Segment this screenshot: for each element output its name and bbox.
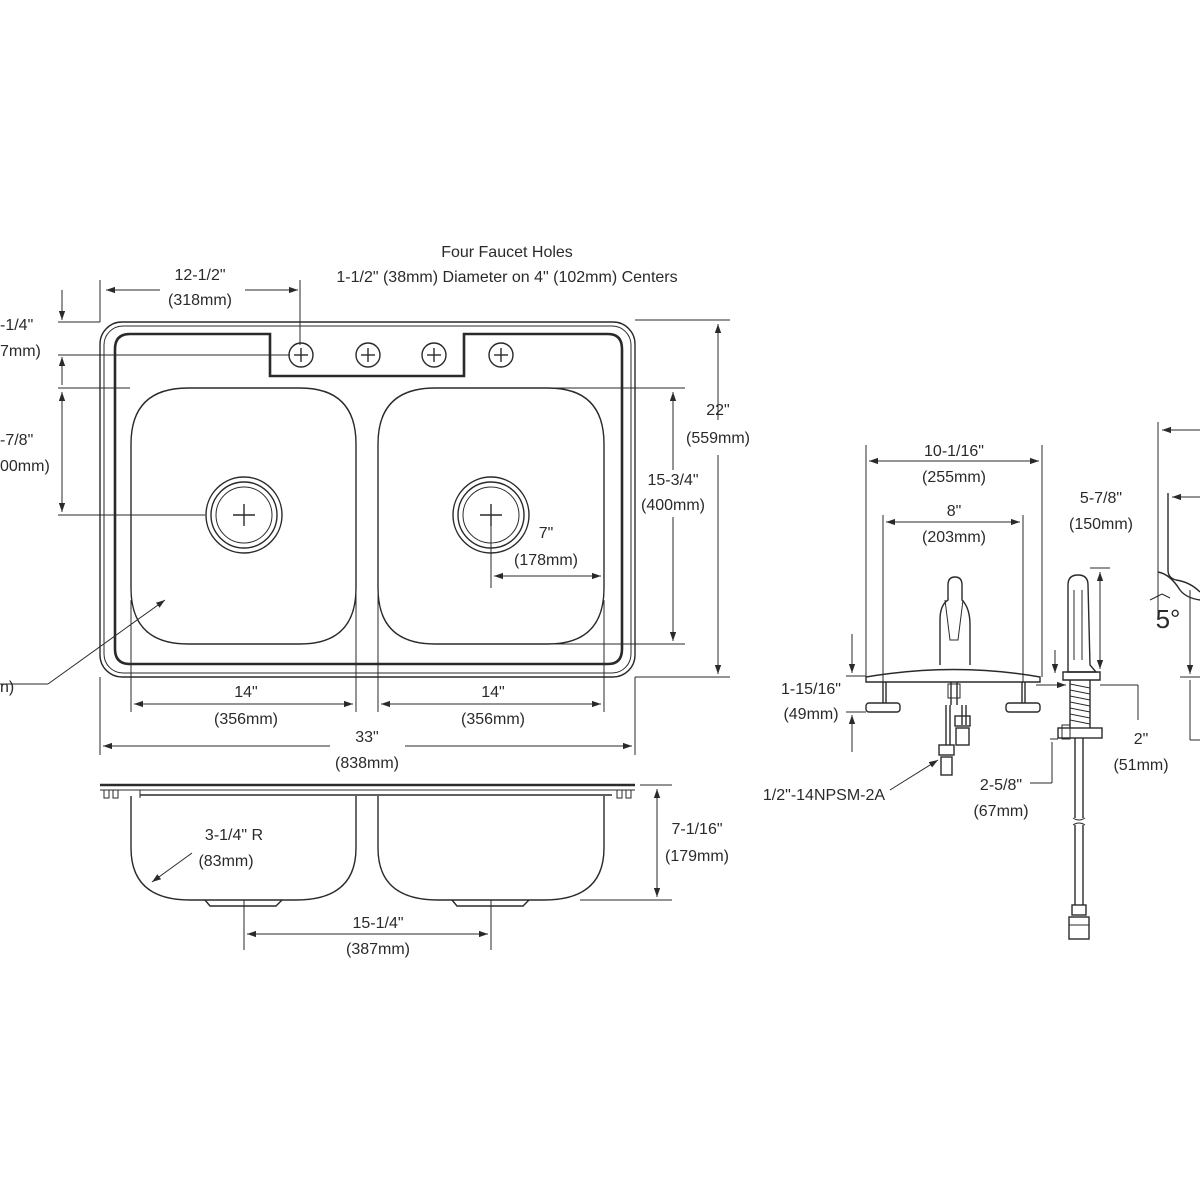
faucet-hole-icon <box>488 342 514 368</box>
left-bowl <box>130 387 357 645</box>
dim-1-15-16: 1-15/16" <box>781 681 841 698</box>
dim-8-mm: (203mm) <box>922 529 986 546</box>
dim-radius: 3-1/4" R <box>205 827 263 844</box>
faucet-hole-icon <box>355 342 381 368</box>
dim-15-3-4: 15-3/4" <box>647 472 698 489</box>
dim-14-left-mm: (356mm) <box>214 711 278 728</box>
faucet-hole-icon <box>288 342 314 368</box>
top-view: Four Faucet Holes 1-1/2" (38mm) Diameter… <box>0 244 750 772</box>
faucet-holes <box>288 342 514 368</box>
dim-5-7-8-mm: (150mm) <box>1069 516 1133 533</box>
dim-7: 7" <box>539 525 554 542</box>
dim-14-right-mm: (356mm) <box>461 711 525 728</box>
dim-15-1-4-mm: (387mm) <box>346 941 410 958</box>
dim-1-1-4-mm-partial: 7mm) <box>0 343 41 360</box>
faucet-holes-spec: 1-1/2" (38mm) Diameter on 4" (102mm) Cen… <box>336 269 677 286</box>
faucet-side-view: 5° <box>1149 422 1200 741</box>
dim-8: 8" <box>947 503 962 520</box>
dim-1-15-16-mm: (49mm) <box>783 706 838 723</box>
dim-2-mm: (51mm) <box>1113 757 1168 774</box>
dim-7-7-8-partial: -7/8" <box>0 432 33 449</box>
dim-2-5-8-mm: (67mm) <box>973 803 1028 820</box>
drain-leader-partial: n) <box>0 679 14 696</box>
dim-10-1-16: 10-1/16" <box>924 443 984 460</box>
left-bowl-section <box>130 796 357 901</box>
faucet-view: 10-1/16" (255mm) 8" (203mm) 1-15/16" (49… <box>763 443 1043 804</box>
dim-2: 2" <box>1134 731 1149 748</box>
dim-12-1-2-mm: (318mm) <box>168 292 232 309</box>
section-view: 3-1/4" R (83mm) 7-1/16" (179mm) 15-1/4" … <box>100 783 729 958</box>
sink-deck <box>113 332 624 666</box>
dim-1-1-4-partial: -1/4" <box>0 317 33 334</box>
dim-7-1-16-mm: (179mm) <box>665 848 729 865</box>
dim-15-3-4-mm: (400mm) <box>641 497 705 514</box>
spray-head <box>1067 574 1098 673</box>
thread-spec: 1/2"-14NPSM-2A <box>763 787 886 804</box>
faucet-spout-side <box>1167 493 1200 593</box>
faucet-deck-plate <box>865 668 1041 683</box>
dim-22-mm: (559mm) <box>686 430 750 447</box>
dim-radius-mm: (83mm) <box>198 853 253 870</box>
side-spray: 5-7/8" (150mm) 2-5/8" (67mm) 2" (51mm) <box>973 490 1169 940</box>
dim-2-5-8: 2-5/8" <box>980 777 1022 794</box>
dim-14-left: 14" <box>234 684 257 701</box>
sink-rim-outer <box>99 321 636 678</box>
faucet-body <box>939 576 971 665</box>
faucet-holes-title: Four Faucet Holes <box>441 244 573 261</box>
dim-7-mm: (178mm) <box>514 552 578 569</box>
dim-7-7-8-mm-partial: 00mm) <box>0 458 50 475</box>
right-bowl <box>377 387 605 645</box>
faucet-hole-icon <box>421 342 447 368</box>
angle-label: 5° <box>1156 604 1181 634</box>
dim-22: 22" <box>706 402 729 419</box>
left-drain-icon <box>205 476 283 554</box>
dim-5-7-8: 5-7/8" <box>1080 490 1122 507</box>
dim-33: 33" <box>355 729 378 746</box>
dim-7-1-16: 7-1/16" <box>671 821 722 838</box>
dim-15-1-4: 15-1/4" <box>352 915 403 932</box>
dim-33-mm: (838mm) <box>335 755 399 772</box>
dim-12-1-2: 12-1/2" <box>174 267 225 284</box>
dim-14-right: 14" <box>481 684 504 701</box>
right-bowl-section <box>377 796 605 901</box>
dim-10-1-16-mm: (255mm) <box>922 469 986 486</box>
